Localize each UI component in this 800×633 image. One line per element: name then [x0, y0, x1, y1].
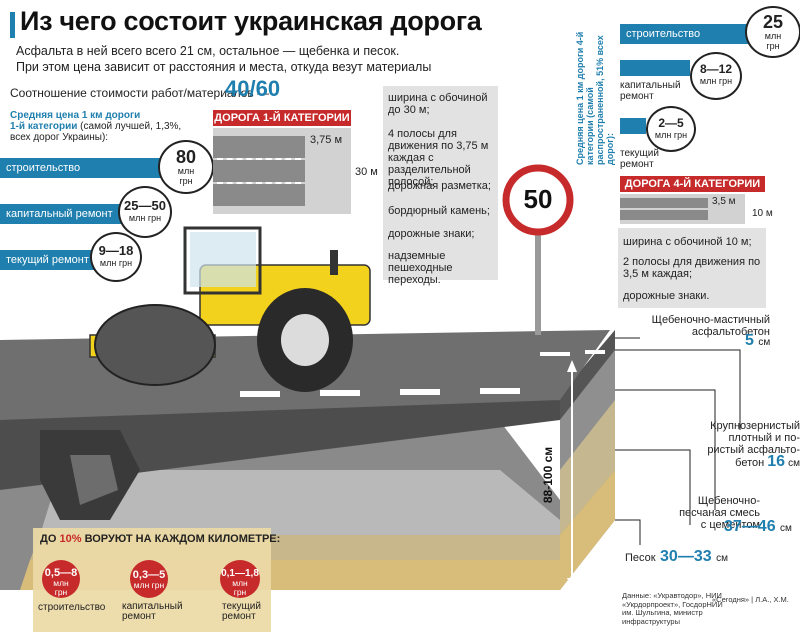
cat4-lane-width: 3,5 м [712, 196, 736, 207]
cat1-total-width: 30 м [355, 166, 378, 178]
cat4-spec-1: 2 полосы для движения по 3,5 м каждая; [623, 256, 761, 280]
page-title: Из чего состоит украинская дорога [20, 6, 482, 36]
cat4-current-repair-bar [620, 118, 646, 134]
cat4-spec-0: ширина с обочиной 10 м; [623, 236, 752, 248]
cat1-spec-1: 4 полосы для движения по 3,75 м каждая с… [388, 128, 489, 188]
ratio-label: Соотношение стоимости работ/материалов — [10, 86, 270, 100]
cat1-construction-label: строительство [0, 158, 172, 178]
cat1-spec-3: бордюрный камень; [388, 205, 490, 217]
cat1-capital-repair-price: 25—50 млн грн [118, 186, 172, 238]
cat4-road-diagram [620, 194, 745, 224]
theft-construction-label: строительство [38, 602, 106, 613]
speed-limit-sign: 50 [523, 184, 553, 214]
theft-current-repair-circle: 0,1—1,8 млн грн [220, 560, 260, 598]
layer-1-label: Крупнозернистый плотный и по- ристый асф… [707, 420, 800, 470]
layer-3-label: Песок 30—33 см [625, 548, 728, 565]
road-roller-icon [89, 226, 371, 392]
layer-2-value: 37—46 см [724, 518, 792, 535]
layer-2-label: Щебеночно- песчаная смесь с цементом [679, 495, 760, 531]
cat4-spec-2: дорожные знаки. [623, 290, 710, 302]
depth-label: 88-100 см [541, 446, 556, 504]
cat1-current-repair-price: 9—18 млн грн [90, 232, 142, 282]
cat1-capital-repair-label: капитальный ремонт [0, 204, 124, 224]
subtitle-line-1: Асфальта в ней всего всего 21 см, осталь… [16, 44, 400, 58]
subtitle-line-2: При этом цена зависит от расстояния и ме… [16, 60, 432, 74]
cat1-spec-4: дорожные знаки; [388, 228, 475, 240]
title-accent-bar [10, 12, 15, 38]
cat4-total-width: 10 м [752, 208, 773, 219]
cat4-capital-repair-price: 8—12 млн грн [690, 52, 742, 100]
cat1-current-repair-label: текущий ремонт [0, 250, 96, 270]
cat1-spec-5: надземные пешеходные переходы. [388, 250, 453, 286]
cat4-specs-panel [618, 228, 766, 308]
cat1-spec-0: ширина с обочиной до 30 м; [388, 92, 488, 116]
cat1-road-title: ДОРОГА 1-Й КАТЕГОРИИ [213, 110, 351, 126]
cat1-specs-panel [383, 86, 498, 280]
theft-title: ДО 10% ВОРУЮТ НА КАЖДОМ КИЛОМЕТРЕ: [40, 533, 281, 545]
cat4-road-title: ДОРОГА 4-Й КАТЕГОРИИ [620, 176, 765, 192]
cat4-construction-price: 25 млн грн [745, 6, 800, 58]
credit: «Сегодня» | Л.А., Х.М. [712, 595, 789, 604]
ratio-value: 40/60 [225, 76, 281, 101]
layer-0-value: 5 см [745, 332, 771, 349]
cat4-current-repair-price: 2—5 млн грн [646, 106, 696, 152]
theft-capital-repair-circle: 0,3—5 млн грн [130, 560, 168, 598]
cat1-road-diagram [213, 128, 351, 214]
cat4-heading: Средняя цена 1 км дороги 4-й категории (… [575, 31, 615, 165]
cat4-construction-label: строительство [620, 24, 752, 44]
sources: Данные: «Укравтодор», НИИ «Укрдорпроект»… [622, 591, 723, 626]
cat1-lane-width: 3,75 м [310, 134, 343, 146]
cat1-spec-2: дорожная разметка; [388, 180, 491, 192]
cat4-capital-repair-bar [620, 60, 690, 76]
cat1-construction-price: 80 млн грн [158, 140, 214, 194]
theft-construction-circle: 0,5—8 млн грн [42, 560, 80, 598]
